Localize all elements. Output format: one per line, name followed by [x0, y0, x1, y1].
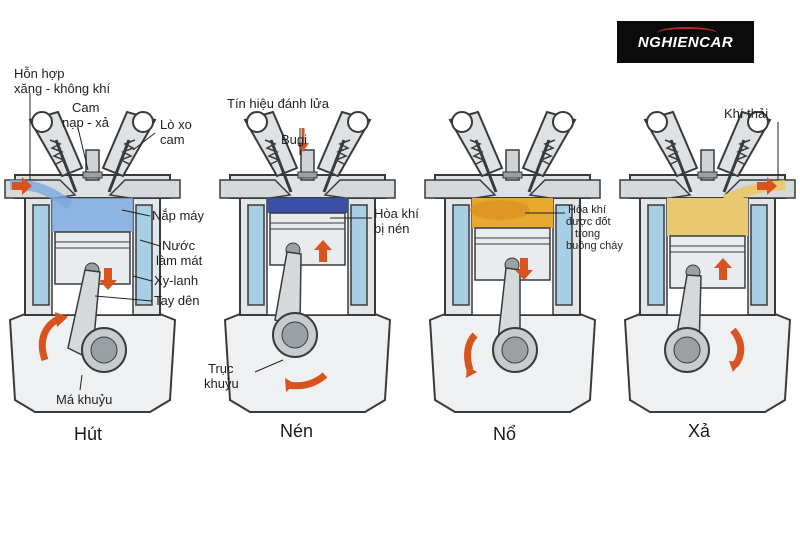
piston	[669, 235, 746, 289]
exhaust-arrow	[757, 177, 777, 195]
label-valve-spring-1: Lò xo	[160, 117, 192, 132]
label-intake-mixture-1: Hỗn hợp	[14, 66, 64, 81]
label-spark-plug: Bugi	[281, 132, 307, 147]
stage-title-exhaust: Xả	[688, 421, 711, 441]
leader-lines	[29, 93, 779, 391]
intake-arrow	[12, 177, 32, 195]
label-compressed-mixture-1: Hòa khí	[374, 206, 419, 221]
label-cylinder: Xy-lanh	[154, 273, 198, 288]
piston-up-arrow	[714, 258, 732, 280]
label-burning-mixture-2: được đốt	[566, 216, 611, 228]
stage-title-intake: Hút	[74, 424, 102, 444]
piston-down-arrow	[99, 268, 117, 290]
label-cylinder-head: Nắp máy	[152, 208, 205, 223]
label-connecting-rod: Tay dên	[154, 293, 200, 308]
label-spark-signal: Tín hiệu đánh lửa	[227, 96, 330, 111]
label-coolant-1: Nước	[162, 238, 196, 253]
piston-down-arrow	[515, 258, 533, 280]
label-crank-web: Má khuỷu	[56, 392, 112, 407]
label-crankshaft-2: khuỷu	[204, 376, 239, 391]
label-camshaft-1: Cam	[72, 100, 99, 115]
engine-compression	[218, 110, 397, 414]
rotation-arrow	[464, 332, 478, 372]
label-burning-mixture-3: trong	[575, 228, 600, 240]
label-crankshaft-1: Trục	[208, 361, 234, 376]
label-intake-mixture-2: xăng - không khí	[14, 81, 111, 96]
engine-exhaust	[618, 110, 797, 414]
engine-power	[423, 110, 602, 414]
piston-up-arrow	[314, 240, 332, 262]
engine-intake	[3, 110, 182, 414]
stage-title-compression: Nén	[280, 421, 313, 441]
brand-logo: NGHIENCAR	[617, 21, 754, 63]
label-coolant-2: làm mát	[156, 253, 203, 268]
label-burning-mixture-1: Hòa khí	[568, 204, 606, 216]
stage-title-power: Nổ	[493, 424, 516, 444]
label-camshaft-2: nạp - xả	[62, 115, 110, 130]
label-burning-mixture-4: buồng cháy	[566, 240, 623, 252]
exhaust-flow	[722, 180, 786, 205]
label-compressed-mixture-2: bị nén	[374, 221, 409, 236]
intake-mixture-region	[52, 198, 133, 232]
label-valve-spring-2: cam	[160, 132, 185, 147]
exhaust-gas-region	[667, 198, 748, 236]
logo-swoosh	[657, 27, 717, 39]
label-exhaust: Khí thải	[724, 106, 768, 121]
piston	[269, 212, 346, 266]
compressed-mixture-region	[267, 198, 348, 213]
